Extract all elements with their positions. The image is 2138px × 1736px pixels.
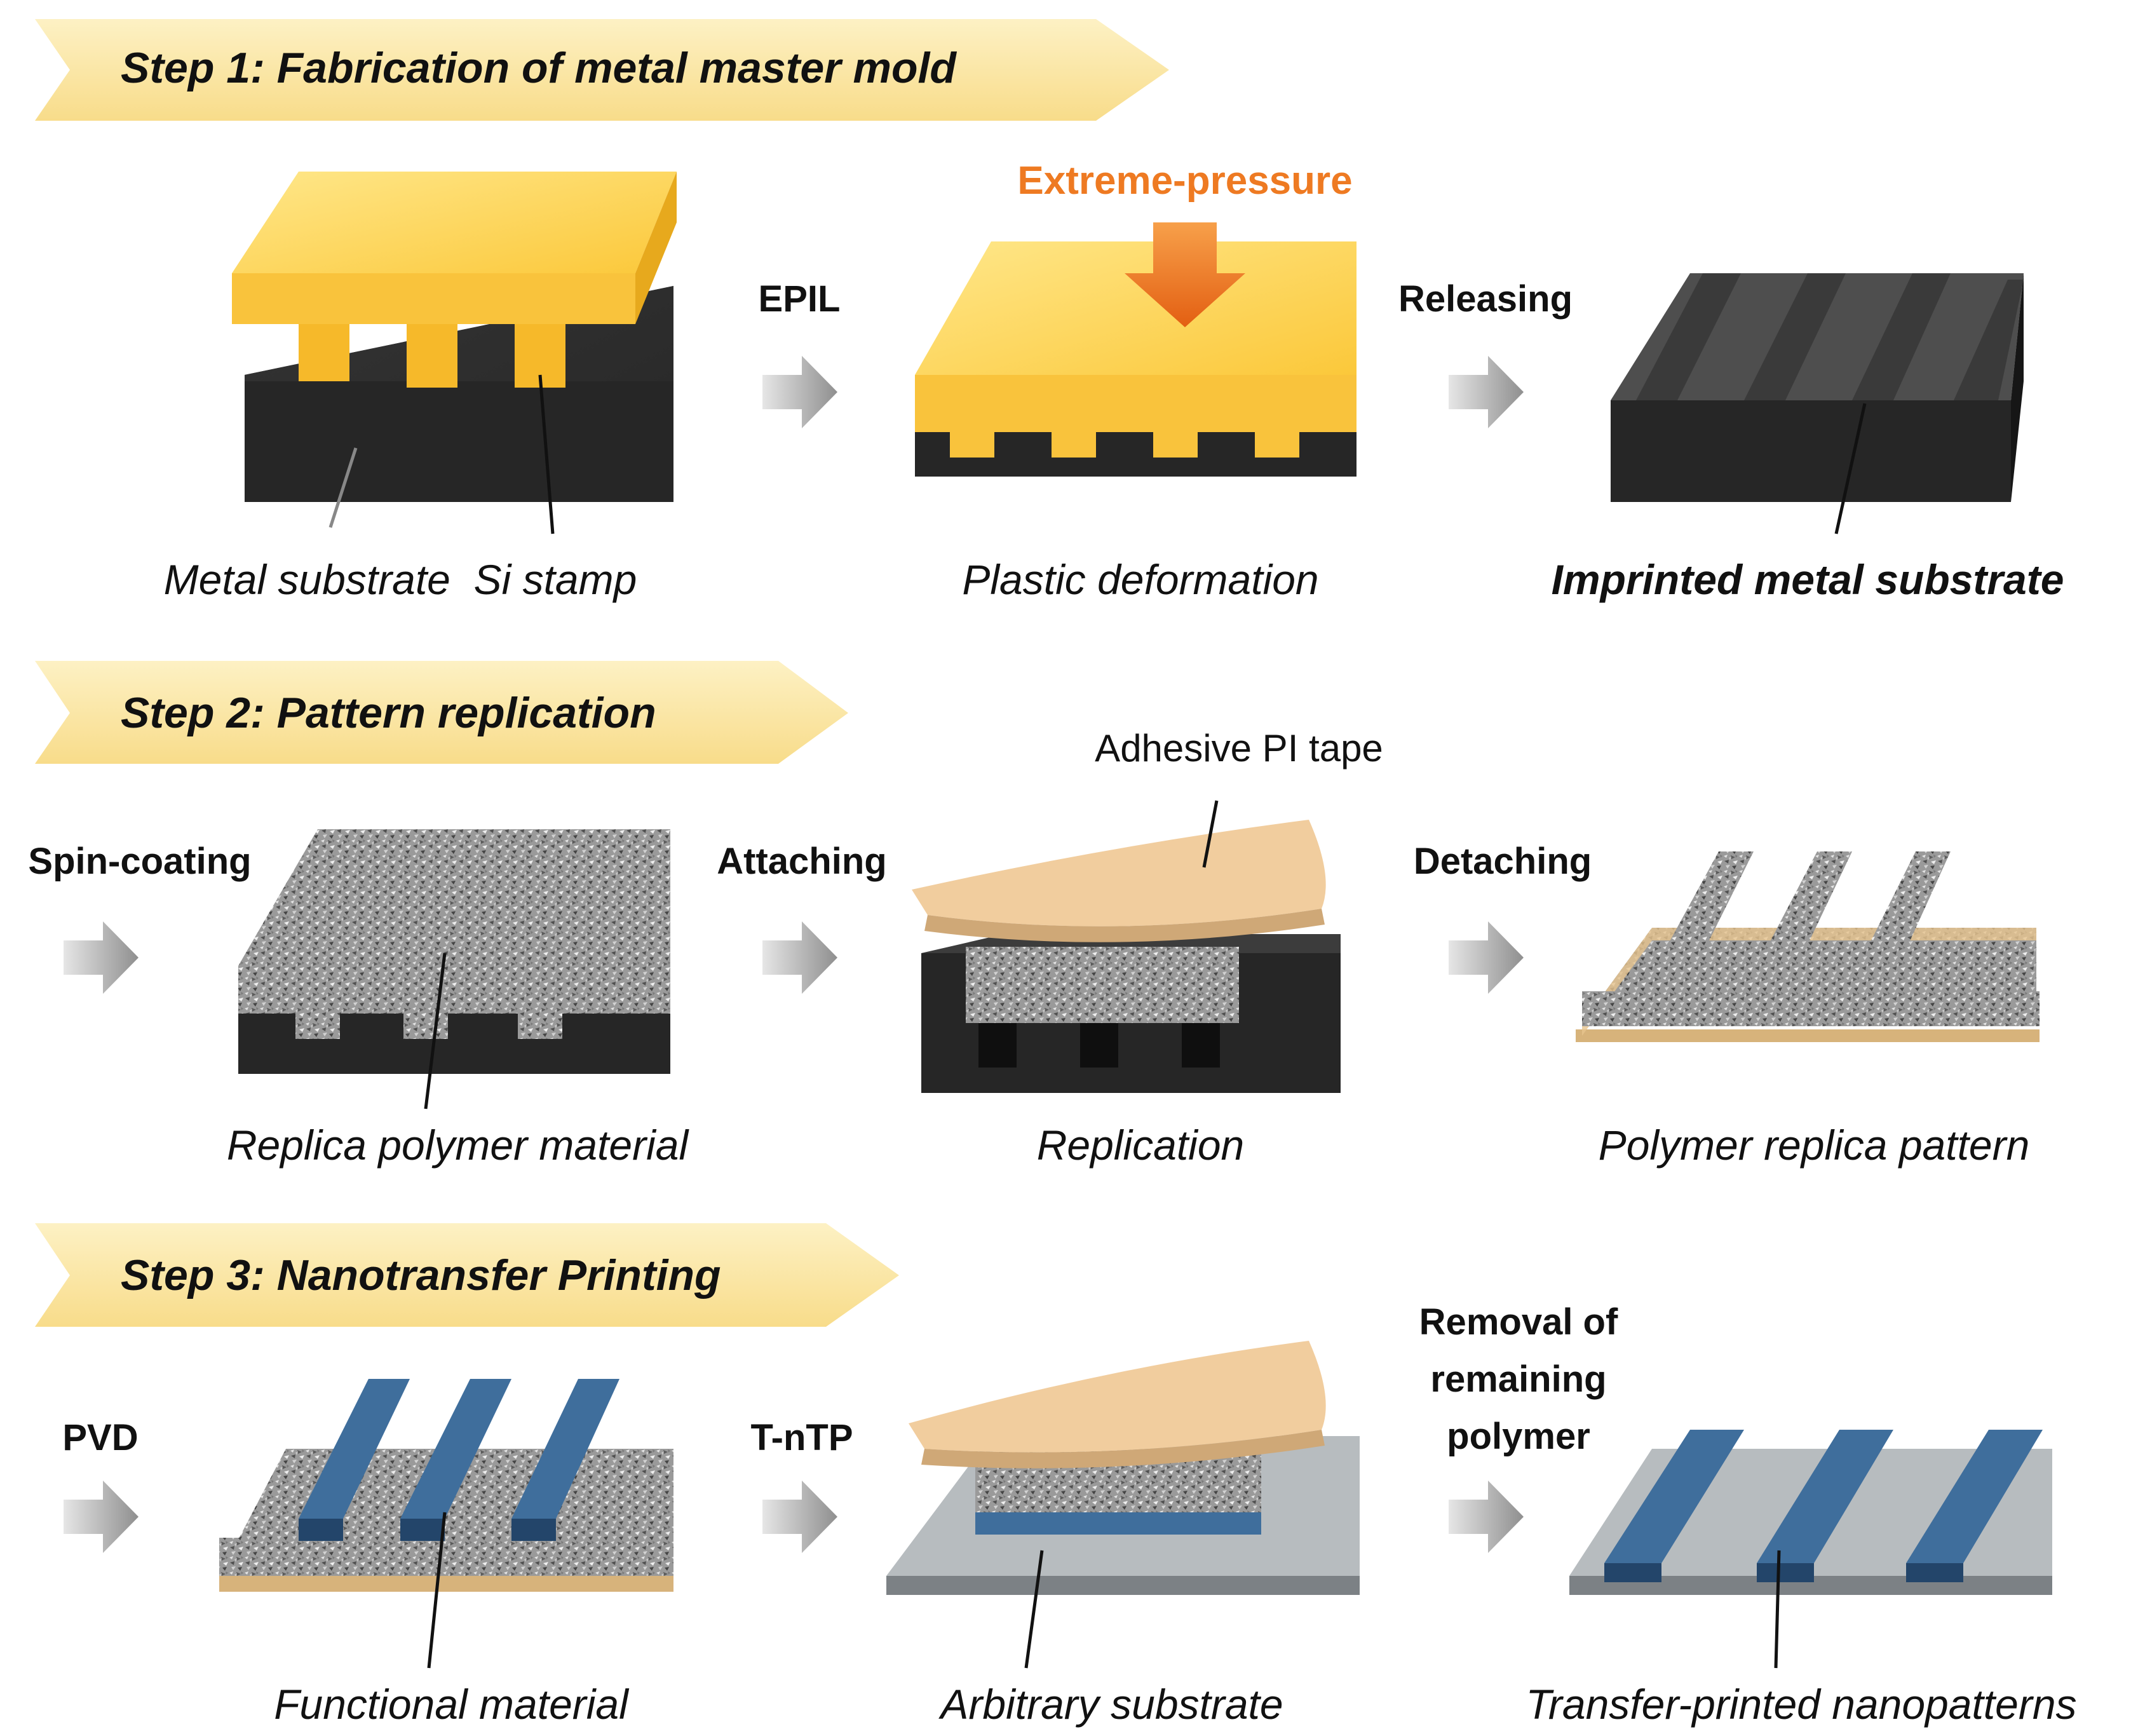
functional-material-icon [219,1379,673,1669]
arrow-right-icon [762,1481,837,1553]
step1-banner-text: Step 1: Fabrication of metal master mold [121,44,957,92]
arrow-right-icon [64,1481,139,1553]
plastic-deformation-icon: Extreme-pressure [915,159,1357,477]
process-label-releasing: Releasing [1398,278,1573,320]
step3-banner-text: Step 3: Nanotransfer Printing [121,1251,721,1299]
caption-replica-polymer-material: Replica polymer material [227,1122,690,1169]
metal-substrate-with-si-stamp-icon [232,172,677,534]
process-label-t-ntp: T-nTP [750,1417,853,1458]
process-label-removal-line1: Removal of [1419,1301,1618,1343]
process-label-attaching: Attaching [717,841,886,882]
arrow-right-icon [64,921,139,994]
imprinted-metal-substrate-icon [1611,273,2024,534]
caption-functional-material: Functional material [274,1681,630,1728]
arrow-right-icon [1449,356,1524,428]
caption-arbitrary-substrate: Arbitrary substrate [938,1681,1283,1728]
caption-imprinted-metal-substrate: Imprinted metal substrate [1552,556,2064,603]
caption-replication: Replication [1037,1122,1245,1169]
step1-banner: Step 1: Fabrication of metal master mold [35,19,1169,121]
arbitrary-substrate-icon [886,1341,1360,1669]
process-label-pvd: PVD [62,1417,138,1458]
adhesive-pi-tape-label: Adhesive PI tape [1095,727,1383,770]
process-label-epil: EPIL [759,278,841,320]
process-arrows [64,356,1524,1553]
process-label-removal-line2: remaining [1430,1359,1606,1400]
stage-captions: Metal substrate Si stamp Plastic deforma… [164,556,2077,1728]
caption-plastic-deformation: Plastic deformation [962,556,1318,603]
process-labels: EPIL Releasing Spin-coating Attaching De… [28,278,1618,1458]
process-label-removal-line3: polymer [1447,1416,1590,1457]
caption-polymer-replica-pattern: Polymer replica pattern [1599,1122,2030,1169]
pressure-arrow-icon [1125,222,1245,327]
replication-icon: Adhesive PI tape [912,727,1383,1093]
step2-banner-text: Step 2: Pattern replication [121,689,656,737]
arrow-right-icon [762,356,837,428]
process-label-spin-coating: Spin-coating [28,841,251,882]
caption-transfer-printed-nanopatterns: Transfer-printed nanopatterns [1526,1681,2076,1728]
transfer-printed-nanopatterns-icon [1569,1430,2052,1669]
arrow-right-icon [762,921,837,994]
spin-coated-polymer-icon [238,829,670,1109]
arrow-right-icon [1449,1481,1524,1553]
caption-metal-substrate-si-stamp: Metal substrate Si stamp [164,556,637,603]
extreme-pressure-label: Extreme-pressure [1017,159,1352,203]
process-label-detaching: Detaching [1414,841,1592,882]
step2-banner: Step 2: Pattern replication [35,661,848,764]
step3-banner: Step 3: Nanotransfer Printing [35,1223,899,1327]
arrow-right-icon [1449,921,1524,994]
polymer-replica-pattern-icon [1576,851,2040,1042]
